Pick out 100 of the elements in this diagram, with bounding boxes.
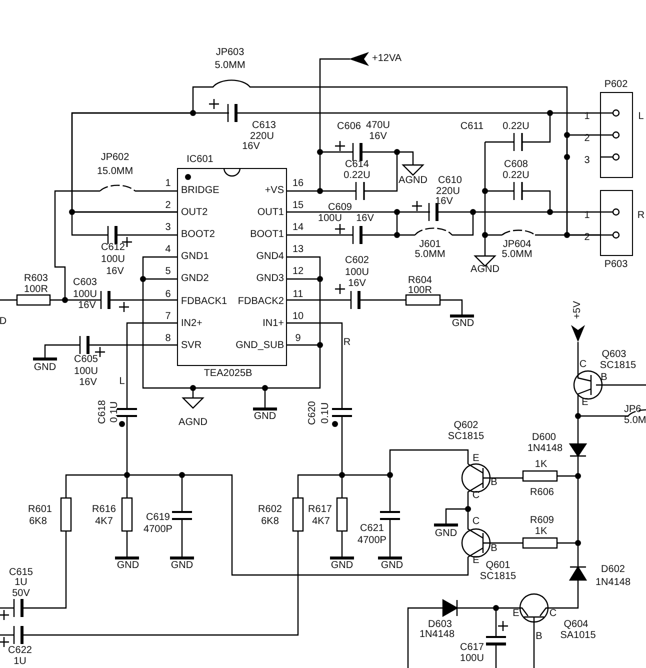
part-label: D603	[428, 620, 452, 630]
part-label: R	[637, 211, 645, 221]
part-label: C618	[98, 400, 108, 424]
pin-number: 8	[165, 334, 171, 344]
part-label: 16V	[242, 142, 260, 152]
part-label: 220U	[250, 132, 274, 142]
part-label: GND	[434, 529, 458, 539]
part-label: JP604	[502, 240, 532, 250]
part-label: 2	[584, 134, 590, 144]
part-label: C620	[308, 401, 318, 425]
part-label: GND	[452, 319, 474, 329]
part-label: R604	[408, 276, 432, 286]
part-label: 5.0M	[624, 416, 646, 426]
part-label: JP6	[624, 405, 642, 415]
part-label: B	[536, 632, 542, 642]
part-label: E	[472, 454, 480, 464]
part-label: Q602	[454, 421, 478, 431]
part-label: C	[549, 609, 557, 619]
wire	[566, 134, 600, 236]
part-label: 5.0MM	[414, 250, 446, 260]
part-label: J601	[419, 240, 441, 250]
pin-number: 5	[165, 267, 171, 277]
part-label: 1U	[14, 657, 26, 667]
pin-number: 2	[165, 201, 171, 211]
part-label: C	[472, 491, 480, 501]
part-label: C617	[460, 643, 484, 653]
part-label: AGND	[470, 265, 500, 275]
part-label: E	[512, 609, 520, 619]
part-label: GND	[170, 561, 194, 571]
part-label: GND	[330, 561, 354, 571]
part-label: L	[638, 112, 644, 122]
pin-number: 10	[292, 312, 304, 322]
pin-label: +VS	[264, 186, 284, 196]
part-label: +5V	[573, 300, 583, 320]
part-label: 1K	[534, 460, 548, 470]
part-label: C621	[360, 524, 384, 534]
part-label: B	[490, 544, 498, 554]
pin-number: 16	[292, 179, 304, 189]
part-label: 100U	[460, 654, 484, 664]
part-label: 1K	[534, 527, 548, 537]
part-label: E	[472, 556, 480, 566]
part-label: C	[472, 517, 480, 527]
part-label: 16V	[78, 301, 96, 311]
part-label: Q603	[602, 350, 626, 360]
part-label: 0.22U	[502, 122, 530, 132]
part-label: JP602	[100, 153, 130, 163]
pin-label: GND4	[256, 252, 284, 262]
part-label: 0.1U	[321, 402, 331, 424]
part-label: C622	[8, 646, 32, 656]
part-label: P603	[604, 260, 628, 270]
part-label: GND	[254, 412, 276, 422]
part-label: 1N4148	[419, 630, 455, 640]
part-label: 220U	[436, 187, 460, 197]
part-label: 5.0MM	[502, 250, 532, 260]
part-label: R602	[258, 505, 282, 515]
pin-number: 13	[292, 245, 304, 255]
part-label: GND	[116, 561, 140, 571]
part-label: D	[0, 317, 7, 327]
part-label: 16V	[106, 267, 124, 277]
part-label: IC601	[186, 155, 214, 165]
wire	[287, 211, 600, 213]
part-label: R606	[530, 488, 554, 498]
part-label: B	[490, 478, 498, 488]
part-label: D600	[532, 433, 556, 443]
part-label: R	[343, 338, 351, 348]
part-label: 1	[584, 112, 590, 122]
part-label: 0.22U	[502, 171, 530, 181]
part-label: 1U	[14, 578, 28, 588]
part-label: GND	[34, 363, 56, 373]
part-label: C614	[345, 160, 369, 170]
part-label: 16V	[369, 132, 387, 142]
part-label: C611	[460, 122, 484, 132]
part-label: 50V	[12, 589, 30, 599]
part-label: 1	[584, 211, 590, 221]
part-label: 100R	[24, 285, 48, 295]
pin-label: IN1+	[262, 318, 284, 328]
part-label: 3	[584, 156, 590, 166]
part-label: GND	[380, 561, 404, 571]
part-label: 6K8	[29, 517, 47, 527]
part-label: C619	[146, 513, 170, 523]
pin-label: IN2+	[181, 318, 202, 328]
part-label: L	[119, 377, 125, 387]
part-label: 2	[584, 233, 590, 243]
pin-label: GND3	[256, 274, 284, 284]
part-label: 16V	[356, 214, 374, 224]
part-label: JP603	[216, 48, 244, 58]
part-label: 16V	[348, 279, 366, 289]
part-label: 100R	[408, 286, 432, 296]
pin-number: 1	[165, 179, 171, 189]
pin-label: GND_SUB	[236, 340, 284, 350]
part-label: C602	[345, 256, 369, 266]
part-label: 100U	[101, 255, 125, 265]
pin-label: BOOT1	[250, 230, 284, 240]
pin-label: BOOT2	[181, 230, 215, 240]
part-label: 0.1U	[110, 401, 120, 423]
part-label: C615	[9, 568, 33, 578]
pin-number: 12	[292, 267, 304, 277]
pin-number: 15	[292, 201, 304, 211]
part-label: TEA2025B	[204, 369, 252, 379]
part-label: 5.0MM	[214, 61, 246, 71]
